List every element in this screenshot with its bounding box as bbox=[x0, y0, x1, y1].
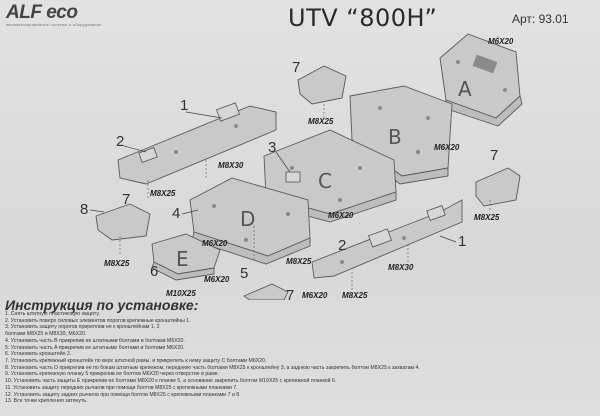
bolt-label-m10x25: M10X25 bbox=[166, 289, 196, 298]
part-e-label: E bbox=[176, 247, 189, 271]
part-a-label: A bbox=[458, 77, 472, 101]
arm-guard-front-top bbox=[297, 65, 347, 105]
brand-logo-subtitle: автоматизированные системы и оборудовани… bbox=[6, 22, 102, 27]
instruction-step: 13. Все точки крепления затянуть. bbox=[5, 398, 88, 405]
callout-4: 4 bbox=[172, 205, 180, 222]
left-rocker-guard bbox=[117, 102, 277, 185]
callout-6: 6 bbox=[150, 263, 158, 280]
bolt-label-m6x20-f: M6X20 bbox=[302, 291, 328, 300]
callout-7-top: 7 bbox=[292, 59, 300, 76]
instruction-step: 12. Установить защиту задних рычагов при… bbox=[5, 391, 241, 398]
instructions-list: 1. Снять штатную пластиковую защиту. 2. … bbox=[5, 311, 597, 405]
bolt-label-m8x25-mid: M8X25 bbox=[286, 257, 312, 266]
exploded-parts-diagram: A B C D E bbox=[80, 33, 523, 300]
bolt-label-m8x30-right: M8X30 bbox=[388, 263, 414, 272]
instructions-title: Инструкция по установке: bbox=[5, 297, 199, 313]
callout-7-bottom: 7 bbox=[286, 287, 294, 300]
right-rocker-guard bbox=[311, 199, 463, 279]
part-e: E bbox=[151, 233, 221, 281]
instruction-step: 5. Установить часть A прикрепив ее штатн… bbox=[5, 344, 185, 351]
instruction-step: 10. Установить часть защиты E прикрепив … bbox=[5, 378, 337, 385]
part-d: D bbox=[189, 177, 311, 265]
bolt-label-m6x20-d: M6X20 bbox=[202, 239, 228, 248]
callout-5: 5 bbox=[240, 265, 248, 282]
brand-logo: ALF eco bbox=[6, 2, 78, 23]
callout-2-right: 2 bbox=[338, 237, 346, 254]
instruction-step: 7. Установить крепежный кронштейн по вер… bbox=[5, 358, 267, 365]
bolt-label-m6x20-e: M6X20 bbox=[204, 275, 230, 284]
callout-3: 3 bbox=[268, 139, 276, 156]
product-title: UTV “800H” bbox=[288, 4, 438, 32]
instruction-step: 3. Установить защиту порогов приреплив е… bbox=[5, 324, 160, 331]
bolt-label-m8x25-right: M8X25 bbox=[474, 213, 500, 222]
part-d-label: D bbox=[240, 207, 255, 231]
instruction-step: 4. Установить часть B прикрепив ее штатн… bbox=[5, 337, 185, 344]
callout-8: 8 bbox=[80, 201, 88, 218]
callout-7-right: 7 bbox=[490, 147, 498, 164]
bolt-label-m8x30-left: M8X30 bbox=[218, 161, 244, 170]
part-b-label: B bbox=[388, 125, 402, 149]
article-number: Арт: 93.01 bbox=[512, 12, 569, 26]
callout-2-left: 2 bbox=[116, 133, 124, 150]
bolt-label-m8x25-bottom: M8X25 bbox=[342, 291, 368, 300]
bolt-label-m8x25-front: M8X25 bbox=[104, 259, 130, 268]
instruction-step: 11. Установить защиту передних рычагов п… bbox=[5, 384, 238, 391]
instruction-step: 1. Снять штатную пластиковую защиту. bbox=[5, 311, 100, 317]
instruction-step: болтами M8X25 и M8X30, M6X20. bbox=[5, 331, 87, 338]
part-a: A bbox=[439, 33, 523, 127]
callout-1-right: 1 bbox=[458, 233, 466, 250]
instruction-step: 6. Установить кронштейн 3. bbox=[5, 351, 72, 358]
callout-1-left: 1 bbox=[180, 97, 188, 114]
callout-7-left: 7 bbox=[122, 191, 130, 208]
bolt-label-m8x25-left: M8X25 bbox=[150, 189, 176, 198]
bolt-label-m6x20-a: M6X20 bbox=[488, 37, 514, 46]
bolt-label-m6x20-b: M6X20 bbox=[434, 143, 460, 152]
arm-guard-rear-right bbox=[475, 167, 521, 207]
instruction-step: 8. Установить часть D прикрепив ее по бо… bbox=[5, 364, 420, 371]
instruction-step: 9. Установить крепежную планку 5 прикреп… bbox=[5, 371, 219, 378]
bolt-label-m6x20-c: M6X20 bbox=[328, 211, 354, 220]
arm-guard-front-left bbox=[95, 203, 151, 241]
arm-guard-bottom bbox=[243, 283, 289, 300]
bolt-label-m8x25-top: M8X25 bbox=[308, 117, 334, 126]
instruction-step: 2. Установить поверх силовых элементов п… bbox=[5, 317, 191, 324]
part-c-label: C bbox=[318, 169, 332, 193]
